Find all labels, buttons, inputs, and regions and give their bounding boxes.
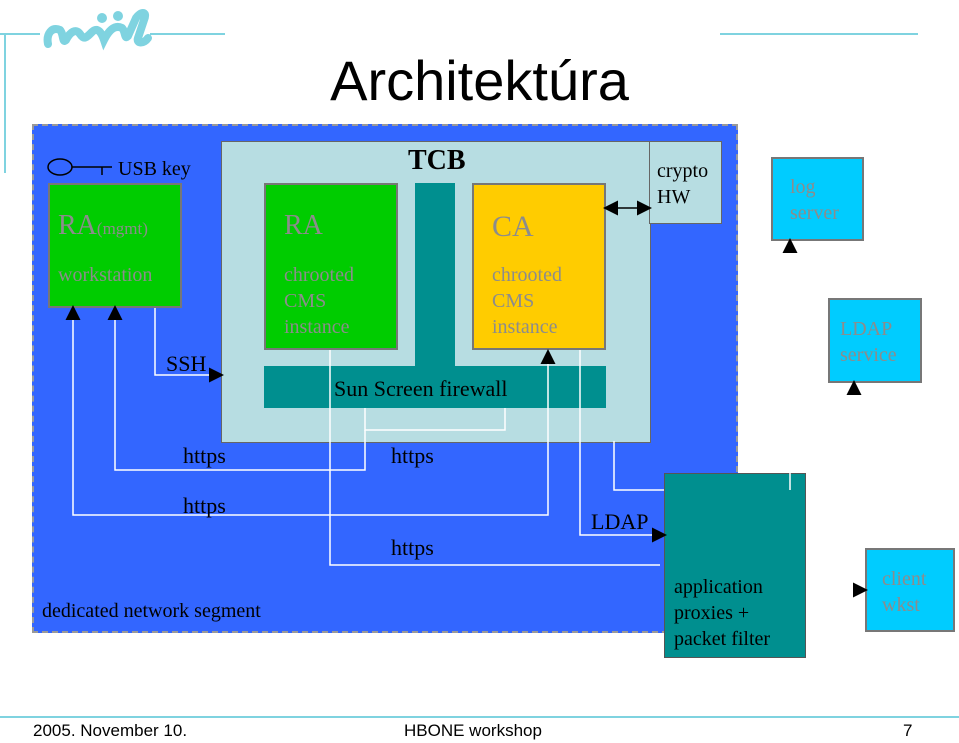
log-server-line2: server [790, 202, 839, 224]
miif-logo [40, 4, 170, 66]
segment-label: dedicated network segment [42, 600, 261, 622]
ra-box-title: RA [284, 210, 323, 241]
tcb-label: TCB [408, 145, 466, 176]
client-line2: wkst [882, 594, 920, 616]
client-wkst-box [865, 548, 955, 632]
ca-box-line1: chrooted [492, 264, 562, 286]
ca-box-title: CA [492, 210, 534, 243]
firewall-link [364, 408, 506, 431]
https-label-4: https [391, 535, 434, 560]
header-rule-left-vertical [4, 33, 6, 173]
https-label-1: https [183, 443, 226, 468]
page-title: Architektúra [330, 49, 629, 112]
crypto-line2: HW [657, 186, 691, 208]
tcb-proxy-line [613, 441, 664, 491]
https-line-ra [329, 350, 660, 566]
ldap-service-line [806, 380, 862, 499]
logo-graphic [43, 9, 152, 51]
proxy-line2: proxies + [674, 602, 750, 624]
ra-mgmt-workstation [48, 183, 182, 308]
header-rule-left [0, 33, 40, 35]
proxy-line3: packet filter [674, 628, 771, 650]
crypto-line1: crypto [657, 160, 709, 182]
ssh-label: SSH [166, 351, 207, 376]
proxy-line1: application [674, 576, 763, 598]
footer-date: 2005. November 10. [33, 721, 188, 740]
proxy-box [664, 473, 806, 658]
ldap-service-line1: LDAP [840, 318, 893, 340]
crypto-hw-box [649, 141, 722, 224]
firewall-label: Sun Screen firewall [334, 376, 508, 401]
https-line-ramgmt [107, 305, 366, 471]
ra-box-line1: chrooted [284, 264, 354, 286]
header-rule-mid [150, 33, 225, 35]
https-line-outer [65, 305, 556, 516]
https-label-3: https [183, 493, 226, 518]
footer-event: HBONE workshop [404, 721, 542, 740]
ldap-line [579, 350, 667, 543]
usb-key-label: USB key [118, 158, 191, 180]
ldap-service-box [828, 298, 922, 383]
ra-mgmt-title: RA(mgmt) [58, 210, 148, 241]
header-rule-right [720, 33, 918, 35]
usb-key-icon [46, 155, 116, 179]
log-server-box [771, 157, 864, 241]
ldap-service-line2: service [840, 344, 897, 366]
ra-mgmt-workstation-label: workstation [58, 264, 153, 286]
firewall-bar [264, 366, 606, 408]
footer-rule [0, 716, 959, 718]
log-server-line1: log [790, 176, 816, 198]
client-line1: client [882, 568, 927, 590]
footer-page: 7 [903, 721, 913, 740]
ldap-label: LDAP [591, 509, 649, 534]
https-label-2: https [391, 443, 434, 468]
